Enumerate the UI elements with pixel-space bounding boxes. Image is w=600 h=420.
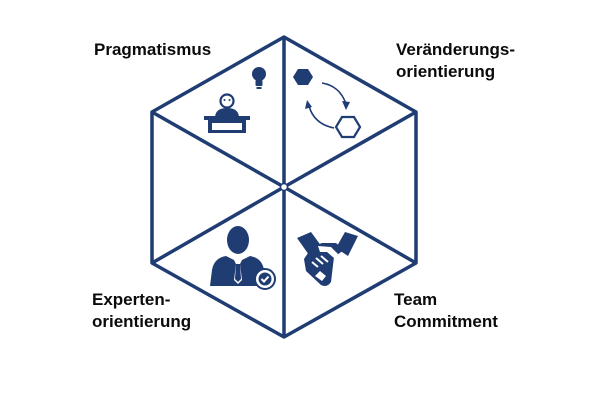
- label-experten-line-2: orientierung: [92, 312, 192, 331]
- label-veraenderung-line-2: orientierung: [396, 62, 496, 81]
- spoke-upper-right: [283, 110, 417, 189]
- label-expertenorientierung: Experten- orientierung: [92, 289, 191, 333]
- hexagon-cycle-icon: [293, 69, 362, 139]
- label-team-commitment: Team Commitment: [394, 289, 498, 333]
- label-team-line-1: Team: [394, 290, 438, 309]
- desk-lightbulb-icon: [204, 67, 266, 133]
- label-team-line-2: Commitment: [394, 312, 498, 331]
- spoke-lower-left: [151, 185, 285, 265]
- label-veraenderung-line-1: Veränderungs-: [396, 40, 516, 59]
- spoke-upper-left: [151, 110, 285, 189]
- label-pragmatismus-line-1: Pragmatismus: [94, 40, 212, 59]
- label-veraenderungsorientierung: Veränderungs- orientierung: [396, 39, 515, 83]
- handshake-icon: [297, 232, 358, 286]
- expert-person-checkmark-icon: [210, 226, 276, 290]
- center-node: [279, 182, 289, 192]
- label-experten-line-1: Experten-: [92, 290, 171, 309]
- label-pragmatismus: Pragmatismus: [94, 39, 211, 61]
- spoke-lower-right: [283, 185, 417, 265]
